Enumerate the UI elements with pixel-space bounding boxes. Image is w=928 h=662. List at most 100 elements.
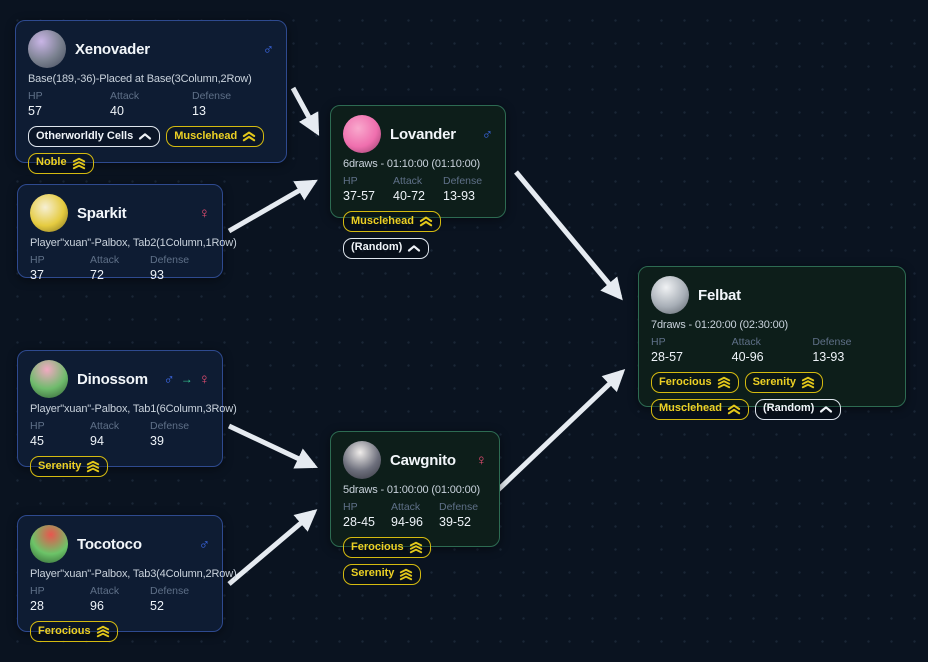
female-gender-icon: ♀	[475, 451, 487, 469]
pal-card-felbat[interactable]: Felbat 7draws - 01:20:00 (02:30:00) HP 28…	[638, 266, 906, 420]
trait-chip[interactable]: Musclehead	[651, 398, 749, 420]
male-gender-icon: ♂	[163, 370, 175, 388]
hp-value: 45	[30, 434, 44, 448]
defense-label: Defense	[150, 585, 190, 597]
defense-label: Defense	[150, 420, 190, 432]
rank-3-chevron-icon	[96, 625, 109, 638]
hp-label: HP	[28, 90, 43, 102]
attack-label: Attack	[90, 420, 120, 432]
trait-chip[interactable]: Ferocious	[651, 372, 739, 393]
rank-3-chevron-icon	[400, 568, 413, 580]
trait-chip[interactable]: Serenity	[30, 456, 109, 477]
pal-avatar	[30, 194, 68, 232]
hp-label: HP	[343, 175, 358, 187]
edge-cawgnito-felbat	[496, 368, 626, 492]
edge-xenovader-lovander	[290, 86, 320, 136]
pal-card-dinossom[interactable]: Dinossom ♂ → ♀ Player"xuan"-Palbox, Tab1…	[17, 350, 237, 477]
trait-label: Serenity	[351, 567, 395, 580]
trait-chip[interactable]: Serenity	[343, 563, 422, 585]
pal-card-tocotoco[interactable]: Tocotoco ♂ Player"xuan"-Palbox, Tab3(4Co…	[17, 515, 237, 642]
defense-value: 13-93	[443, 189, 475, 203]
pal-name: Felbat	[698, 286, 741, 304]
rank-3-chevron-icon	[87, 460, 100, 473]
pal-name: Tocotoco	[77, 535, 142, 553]
attack-value: 40-72	[393, 189, 425, 203]
pal-name: Lovander	[390, 125, 456, 143]
trait-chip[interactable]: Musclehead	[166, 126, 265, 147]
rank-3-chevron-icon	[801, 376, 815, 389]
breed-time: 7draws - 01:20:00 (02:30:00)	[651, 319, 789, 331]
trait-label: Otherworldly Cells	[36, 129, 134, 142]
defense-value: 13-93	[812, 350, 845, 364]
attack-value: 40-96	[731, 350, 764, 364]
trait-label: Ferocious	[38, 624, 91, 637]
pal-avatar	[28, 30, 66, 68]
pal-card-cawgnito[interactable]: Cawgnito ♀ 5draws - 01:00:00 (01:00:00) …	[330, 431, 500, 585]
rank-1-chevron-icon	[408, 245, 421, 252]
male-gender-icon: ♂	[198, 535, 210, 553]
attack-value: 96	[90, 599, 104, 613]
attack-label: Attack	[90, 585, 120, 597]
trait-label: (Random)	[762, 402, 815, 415]
female-gender-icon: ♀	[198, 204, 210, 222]
rank-1-chevron-icon	[820, 406, 833, 413]
hp-value: 28-57	[651, 350, 683, 364]
hp-value: 28-45	[343, 515, 375, 529]
breed-time: 5draws - 01:00:00 (01:00:00)	[343, 484, 481, 496]
attack-label: Attack	[90, 254, 120, 266]
defense-value: 52	[150, 599, 164, 613]
rank-3-chevron-icon	[409, 541, 422, 554]
pal-avatar	[30, 525, 68, 563]
attack-value: 94	[90, 434, 104, 448]
defense-label: Defense	[150, 254, 190, 266]
defense-label: Defense	[439, 501, 479, 513]
edge-tocotoco-cawgnito	[227, 509, 318, 586]
trait-label: Ferocious	[351, 540, 404, 553]
edge-lovander-felbat	[514, 170, 623, 301]
pal-card-xenovader[interactable]: Xenovader ♂ Base(189,-36)-Placed at Base…	[15, 20, 287, 174]
trait-chip[interactable]: (Random)	[754, 398, 842, 420]
attack-label: Attack	[731, 336, 761, 348]
pal-location: Player"xuan"-Palbox, Tab1(6Column,3Row)	[30, 403, 237, 415]
pal-name: Xenovader	[75, 40, 150, 58]
hp-value: 37	[30, 268, 44, 282]
rank-1-chevron-icon	[139, 133, 152, 140]
defense-value: 93	[150, 268, 164, 282]
attack-label: Attack	[393, 175, 423, 187]
defense-value: 13	[192, 104, 206, 118]
pal-name: Cawgnito	[390, 451, 456, 469]
pal-location: Player"xuan"-Palbox, Tab3(4Column,2Row)	[30, 568, 237, 580]
attack-value: 40	[110, 104, 124, 118]
trait-label: Musclehead	[659, 402, 722, 415]
pal-avatar	[343, 441, 381, 479]
rank-2-chevron-icon	[419, 216, 433, 227]
rank-2-chevron-icon	[727, 404, 741, 415]
pal-card-lovander[interactable]: Lovander ♂ 6draws - 01:10:00 (01:10:00) …	[330, 105, 506, 259]
trait-chip[interactable]: Noble	[28, 152, 94, 174]
hp-label: HP	[651, 336, 666, 348]
trait-chip[interactable]: (Random)	[343, 237, 430, 259]
trait-chip[interactable]: Musclehead	[343, 211, 441, 232]
pal-location: Player"xuan"-Palbox, Tab2(1Column,1Row)	[30, 237, 237, 249]
pal-card-sparkit[interactable]: Sparkit ♀ Player"xuan"-Palbox, Tab2(1Col…	[17, 184, 237, 282]
pal-name: Sparkit	[77, 204, 127, 222]
trait-label: Noble	[36, 156, 67, 169]
defense-label: Defense	[443, 175, 483, 187]
pal-avatar	[30, 360, 68, 398]
hp-label: HP	[30, 420, 45, 432]
breed-time: 6draws - 01:10:00 (01:10:00)	[343, 158, 481, 170]
trait-label: Musclehead	[351, 214, 414, 227]
trait-chip[interactable]: Otherworldly Cells	[28, 126, 161, 147]
pal-location: Base(189,-36)-Placed at Base(3Column,2Ro…	[28, 73, 252, 85]
defense-value: 39-52	[439, 515, 471, 529]
male-gender-icon: ♂	[262, 40, 274, 58]
trait-chip[interactable]: Ferocious	[30, 621, 118, 642]
trait-chip[interactable]: Ferocious	[343, 537, 431, 558]
hp-value: 37-57	[343, 189, 375, 203]
trait-chip[interactable]: Serenity	[744, 372, 823, 393]
trait-label: Serenity	[38, 459, 82, 472]
